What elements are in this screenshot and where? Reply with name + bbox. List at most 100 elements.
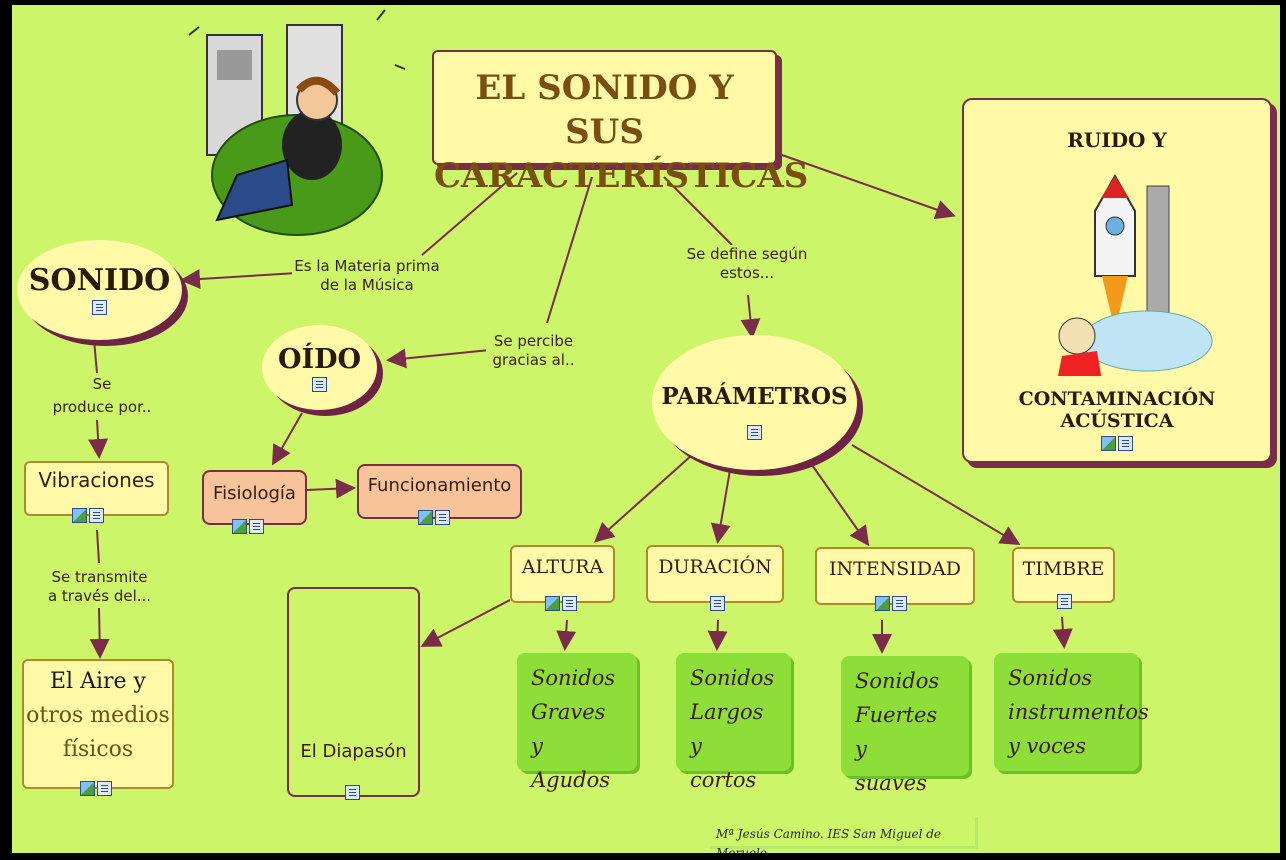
duracion-node[interactable]: DURACIÓN <box>646 545 784 603</box>
link-percibe-oido <box>386 348 491 369</box>
rocket-illustration <box>1058 173 1213 376</box>
vibraciones-label: Vibraciones <box>38 468 155 492</box>
altura-node[interactable]: ALTURA <box>510 545 615 603</box>
link-label-define-line2: estos... <box>719 264 775 282</box>
duracion-icons <box>710 596 725 611</box>
listener-drawing <box>188 9 406 236</box>
sonido-node[interactable]: SONIDO <box>17 240 182 340</box>
document-icon[interactable] <box>710 596 725 611</box>
aire-node[interactable]: El Aire y otros medios físicos <box>22 659 174 789</box>
main-title-node[interactable]: EL SONIDO Y SUS CARACTERÍSTICAS <box>432 50 808 196</box>
link-param-duracion <box>710 469 731 544</box>
link-param-intensidad <box>811 464 870 547</box>
image-icon[interactable] <box>1101 436 1116 451</box>
oido-icons <box>262 377 377 392</box>
document-icon[interactable] <box>92 300 107 315</box>
link-title-ruido <box>781 154 956 220</box>
altura-icons <box>545 596 577 611</box>
result-intensidad-line2: Fuertes y <box>855 703 938 761</box>
document-icon[interactable] <box>345 785 360 800</box>
link-param-timbre <box>851 444 1021 546</box>
document-icon[interactable] <box>1057 594 1072 609</box>
diapason-node[interactable]: El Diapasón <box>287 587 420 797</box>
result-altura: Sonidos Graves y Agudos <box>517 653 637 792</box>
music-listener-illustration <box>177 5 407 245</box>
link-label-transmite-line2: a través del... <box>47 587 152 605</box>
result-intensidad-line3: suaves <box>855 771 927 795</box>
funcionamiento-node[interactable]: Funcionamiento <box>357 464 522 519</box>
result-intensidad-line1: Sonidos <box>855 669 940 693</box>
result-timbre-line3: y voces <box>1008 734 1087 758</box>
duracion-label: DURACIÓN <box>658 556 772 578</box>
parametros-node[interactable]: PARÁMETROS <box>652 335 857 470</box>
link-label-define-line1: Se define según <box>686 245 808 263</box>
image-icon[interactable] <box>232 519 247 534</box>
result-duracion-line2: Largos y <box>690 700 764 758</box>
result-altura-line3: Agudos <box>531 768 610 792</box>
ruido-node[interactable]: RUIDO Y CONTAMINACIÓN ACÚSTICA <box>962 98 1272 463</box>
aire-line3: físicos <box>62 737 134 762</box>
link-oido-fisio <box>272 412 303 466</box>
oido-node[interactable]: OÍDO <box>262 325 377 410</box>
image-icon[interactable] <box>545 596 560 611</box>
result-intensidad: Sonidos Fuertes y suaves <box>841 656 969 795</box>
document-icon[interactable] <box>249 519 264 534</box>
link-label-percibe-line2: gracias al.. <box>492 351 575 369</box>
ruido-icons <box>964 436 1270 451</box>
aire-icons <box>80 781 112 796</box>
document-icon[interactable] <box>435 510 450 525</box>
link-title-percibe <box>546 176 593 324</box>
ruido-title: RUIDO Y <box>1067 128 1167 152</box>
result-timbre: Sonidos instrumentos y voces <box>994 653 1149 771</box>
document-icon[interactable] <box>97 781 112 796</box>
aire-line1: El Aire y <box>50 669 146 694</box>
image-icon[interactable] <box>80 781 95 796</box>
link-title-materia <box>421 172 518 256</box>
document-icon[interactable] <box>747 425 762 440</box>
image-icon[interactable] <box>418 510 433 525</box>
link-param-altura <box>594 454 693 543</box>
vibraciones-node[interactable]: Vibraciones <box>24 461 169 516</box>
link-define-param <box>740 294 761 339</box>
link-label-transmite-line1: Se transmite <box>51 568 148 586</box>
result-duracion: Sonidos Largos y cortos <box>676 653 791 792</box>
connector-lines <box>88 154 1073 659</box>
link-label-percibe: Se percibe gracias al.. <box>486 332 581 370</box>
result-duracion-line3: cortos <box>690 768 757 792</box>
fisiologia-node[interactable]: Fisiología <box>202 470 307 525</box>
link-duracion-result <box>707 619 728 651</box>
document-icon[interactable] <box>89 508 104 523</box>
link-label-materia: Es la Materia prima de la Música <box>292 257 442 295</box>
link-timbre-result <box>1052 616 1073 649</box>
document-icon[interactable] <box>1118 436 1133 451</box>
timbre-icons <box>1057 594 1072 609</box>
link-sonido-produce <box>93 339 98 374</box>
link-vibr-transmite <box>96 529 100 564</box>
oido-label: OÍDO <box>277 344 362 375</box>
result-altura-line1: Sonidos <box>531 666 616 690</box>
sonido-label: SONIDO <box>28 263 171 298</box>
link-fisio-func <box>306 478 356 499</box>
image-icon[interactable] <box>72 508 87 523</box>
funcionamiento-label: Funcionamiento <box>367 475 512 496</box>
altura-label: ALTURA <box>521 556 604 578</box>
link-materia-sonido <box>180 269 298 289</box>
image-icon[interactable] <box>875 596 890 611</box>
link-label-transmite: Se transmite a través del... <box>42 568 157 606</box>
document-icon[interactable] <box>892 596 907 611</box>
fisiologia-label: Fisiología <box>213 483 296 504</box>
link-altura-result <box>556 619 577 651</box>
main-title-line2: CARACTERÍSTICAS <box>434 156 809 196</box>
ruido-subtitle: CONTAMINACIÓN ACÚSTICA <box>1018 388 1216 432</box>
link-altura-diapason <box>420 599 511 647</box>
result-duracion-line1: Sonidos <box>690 666 775 690</box>
diapason-label: El Diapasón <box>300 741 407 762</box>
author-credit: Mª Jesús Camino. IES San Miguel de Merue… <box>710 817 978 853</box>
link-title-define <box>663 176 733 246</box>
result-altura-line2: Graves y <box>531 700 606 758</box>
document-icon[interactable] <box>312 377 327 392</box>
link-transmite-aire <box>89 607 110 659</box>
diapason-icons <box>345 785 360 800</box>
document-icon[interactable] <box>562 596 577 611</box>
link-label-define: Se define según estos... <box>682 245 812 283</box>
